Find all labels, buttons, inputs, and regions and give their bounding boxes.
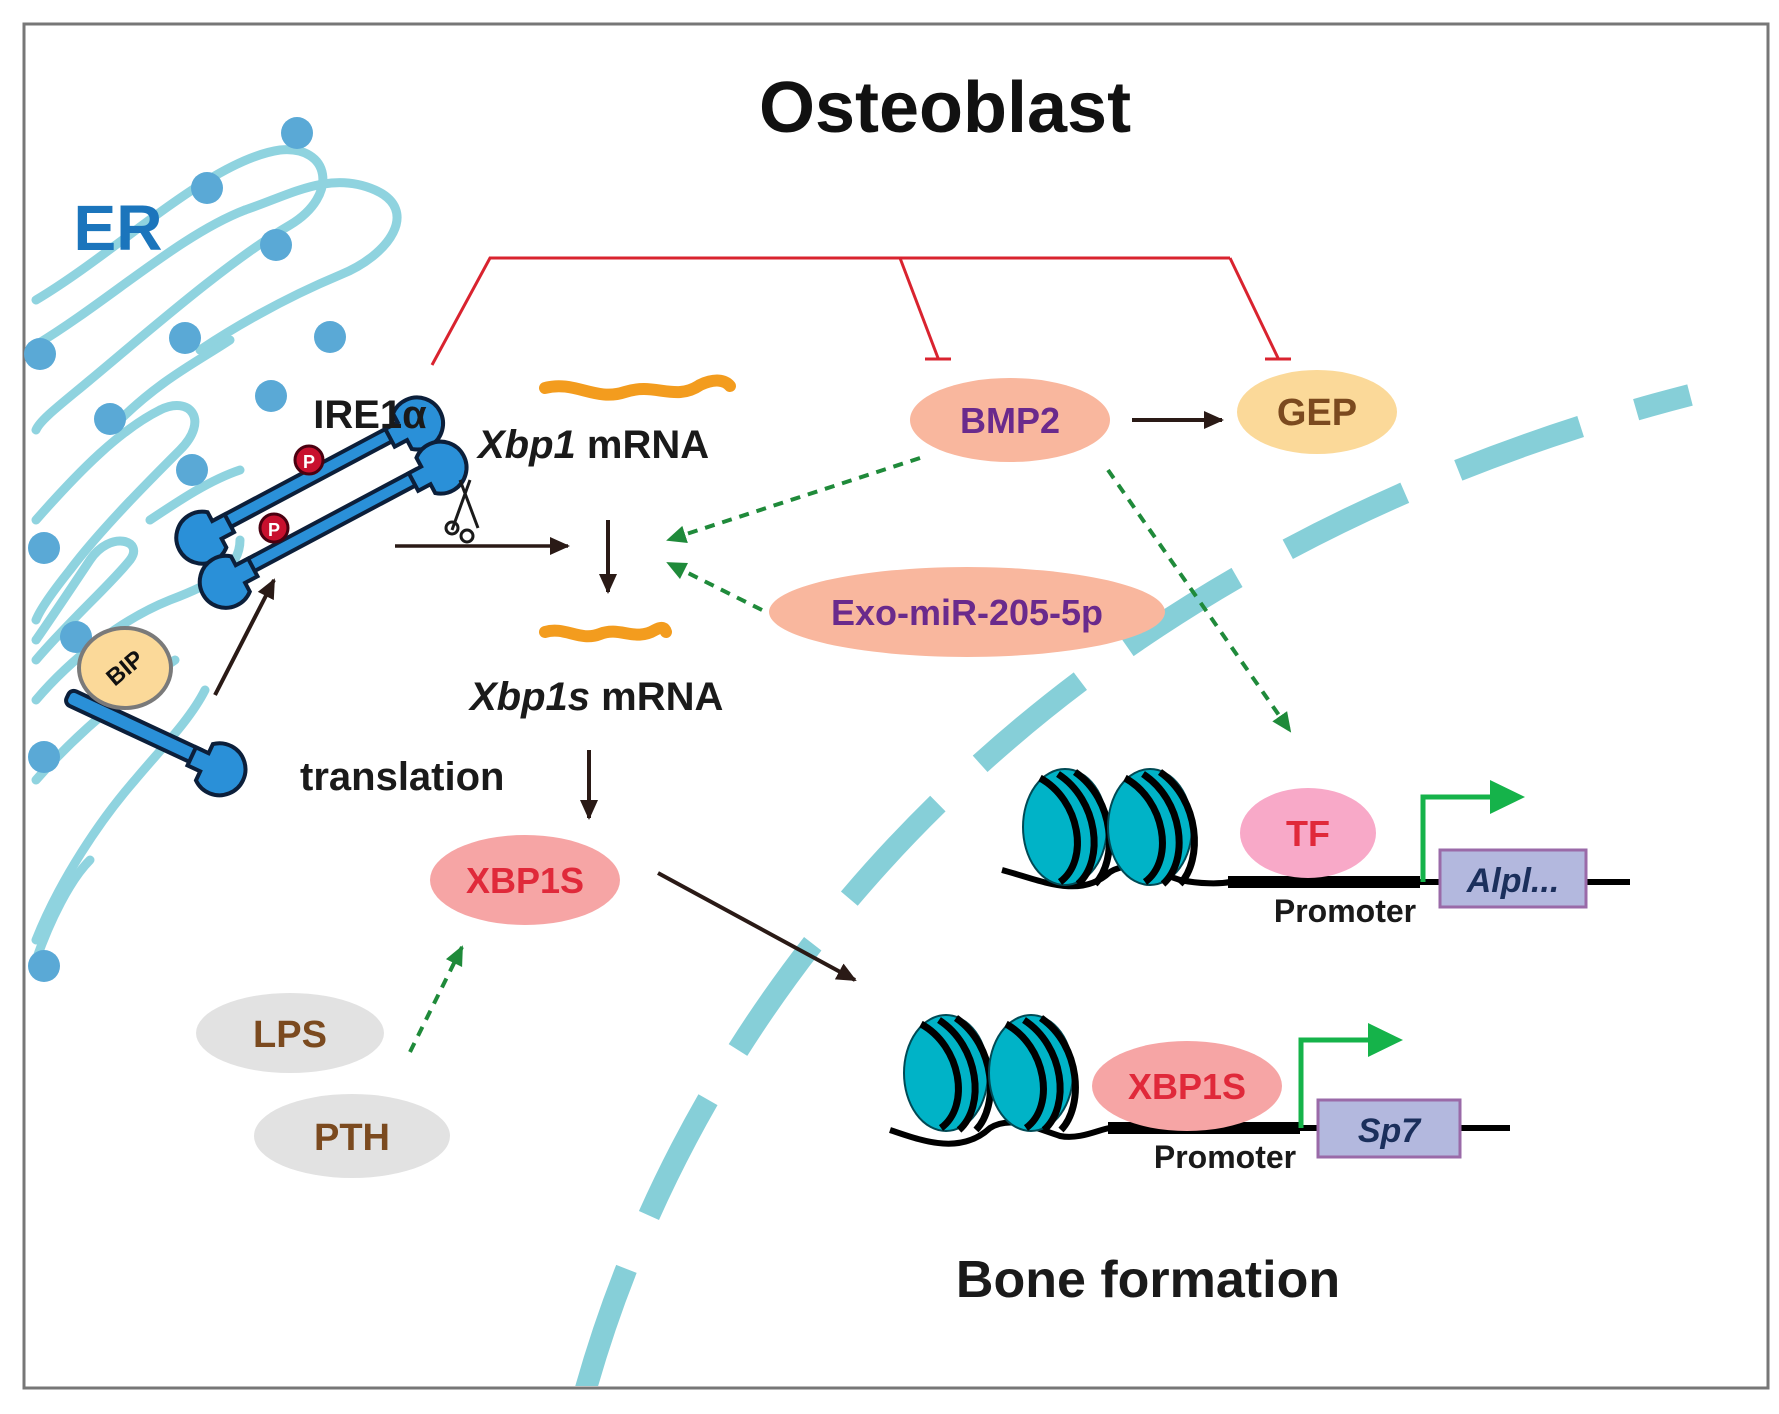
xbp1s-mrna-icon (539, 621, 672, 643)
nucleosome-icon (1022, 768, 1113, 887)
translation-label: translation (300, 755, 504, 799)
lps-inducer (196, 993, 384, 1073)
exo-mir-node (769, 567, 1165, 657)
sp7-gene-box (1316, 1098, 1462, 1159)
phosphate-mark: P (258, 512, 290, 544)
sp7-gene-locus: XBP1S Sp7 Promoter (889, 1014, 1510, 1175)
bmp2-label: BMP2 (960, 400, 1060, 441)
bmp2-node (910, 378, 1110, 462)
phosphate-mark: P (293, 444, 325, 476)
promoter-label-lower: Promoter (1154, 1139, 1296, 1175)
alpl-gene-label: Alpl... (1466, 862, 1560, 900)
xbp1s-tf-node (1092, 1041, 1282, 1131)
svg-text:P: P (303, 452, 315, 472)
xbp1s-protein-label: XBP1S (466, 860, 584, 901)
lps-label: LPS (253, 1014, 327, 1056)
ire1a-inhibition-lines (430, 256, 1291, 366)
xbp1s-to-nucleus-arrow (657, 871, 857, 982)
xbp1-mrna-icon (539, 374, 736, 401)
gep-label: GEP (1277, 392, 1357, 434)
gep-node (1237, 370, 1397, 454)
bip-to-ire1a-arrow (213, 578, 276, 696)
nucleosome-icon (988, 1014, 1079, 1133)
tss-arrowhead-icon (1490, 780, 1525, 814)
xbp1s-protein (430, 835, 620, 925)
nuclear-envelope (575, 384, 1693, 1386)
exo-mir-label: Exo-miR-205-5p (831, 592, 1103, 633)
er-label: ER (74, 192, 163, 264)
bone-formation-label: Bone formation (956, 1251, 1340, 1309)
xbp1s-mrna-label: Xbp1s mRNA (468, 675, 723, 719)
tf-node (1240, 788, 1376, 878)
alpl-gene-locus: TF Alpl... Promoter (1001, 768, 1630, 929)
alpl-gene-box (1438, 848, 1588, 909)
bmp2-to-xbp1s-arrow (666, 456, 921, 543)
ire1a-label: IRE1α (313, 393, 427, 437)
tss-arrow-icon (1298, 1037, 1370, 1128)
svg-text:P: P (268, 520, 280, 540)
pth-label: PTH (314, 1117, 390, 1159)
nucleosome-icon (1107, 768, 1198, 887)
page-title: Osteoblast (759, 68, 1131, 148)
inducers-to-xbp1s-arrow (408, 945, 464, 1053)
tss-arrow-icon (1420, 794, 1492, 882)
ribosomes (24, 117, 346, 982)
promoter-label-upper: Promoter (1274, 893, 1416, 929)
ire1a-dimer-icon (174, 395, 469, 610)
scissors-icon (444, 479, 480, 544)
xbp1-mrna-label: Xbp1 mRNA (476, 423, 709, 467)
tf-label: TF (1286, 813, 1330, 854)
tss-arrowhead-icon (1368, 1023, 1403, 1057)
bip-receptor-icon: BIP (64, 626, 248, 798)
sp7-gene-label: Sp7 (1358, 1112, 1422, 1150)
xbp1s-tf-label: XBP1S (1128, 1066, 1246, 1107)
pth-inducer (254, 1094, 450, 1178)
